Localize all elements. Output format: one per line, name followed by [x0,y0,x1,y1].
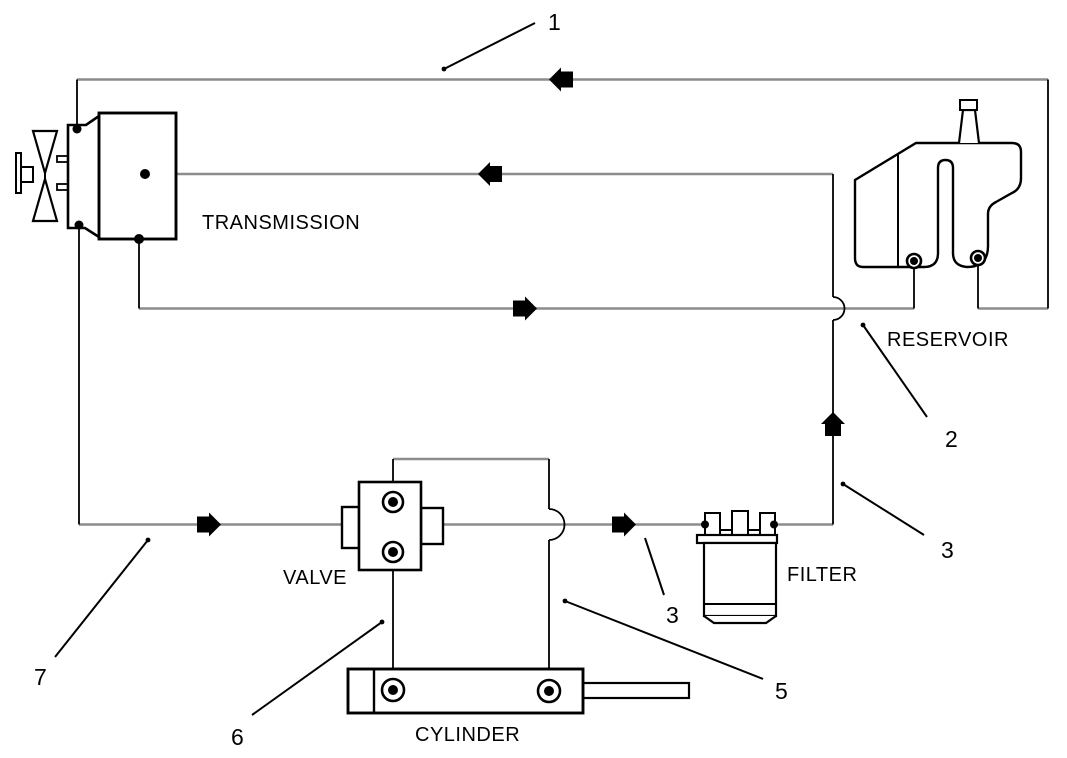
flow-arrows [197,67,845,537]
callout-3-reservoir: 3 [941,537,954,563]
component-labels: TRANSMISSION RESERVOIR VALVE FILTER CYLI… [202,212,1009,746]
transmission-symbol [15,111,178,244]
filter-outlet-dot [770,520,778,529]
leader-2 [862,324,928,418]
filter-flange [695,533,779,545]
transmission-port-lower-left [74,220,84,230]
pipe-lines [77,78,1048,526]
filter-can-bottom [703,615,777,625]
valve-left-tab [340,505,361,550]
leader-5 [564,600,764,680]
leader-2-dot [860,322,866,328]
cylinder-label: CYLINDER [415,724,520,746]
leader-7 [54,539,149,658]
reservoir-body [853,141,1023,269]
pulley-hub-bar-top [56,155,69,163]
valve-symbol [340,480,445,572]
transmission-port-top [72,124,82,134]
filter-inlet-dot [701,520,709,529]
callout-7: 7 [34,664,47,690]
valve-right-tab [419,506,445,546]
callout-2: 2 [945,426,958,452]
leader-3-reservoir-dot [840,481,846,487]
transmission-port-bottom [134,234,144,244]
reservoir-filler-cap [959,99,978,111]
reservoir-port-left [910,257,918,265]
reservoir-label: RESERVOIR [887,329,1009,351]
transmission-port-center [140,169,150,179]
flow-arrow-left-mid-icon [478,162,502,186]
leader-5-dot [562,598,568,604]
line-hop-cylinder-line-over-main [548,508,566,541]
leader-1 [443,22,536,70]
pulley-hub-bar-bottom [56,183,69,191]
leader-6 [251,621,383,716]
valve-port-bottom [388,547,398,557]
flow-arrow-up-riser-icon [821,412,845,436]
flow-arrow-right-supply-icon [197,512,221,537]
transmission-shaft [20,166,34,183]
flow-arrow-right-filter-icon [612,512,636,537]
transmission-case [97,111,178,241]
cylinder-port-right [544,686,554,696]
filter-can [702,541,778,618]
transmission-bell-housing [66,114,100,239]
callout-6: 6 [231,724,244,750]
transmission-label: TRANSMISSION [202,212,360,234]
callout-leaders [54,22,928,716]
leader-3-reservoir [842,483,925,536]
flow-arrow-right-return-icon [513,296,537,321]
line-hop-riser-over-return [832,296,846,321]
leader-1-dot [441,66,447,72]
filter-label: FILTER [787,564,857,586]
cylinder-port-left [388,685,398,695]
pulley-icon [31,129,59,223]
callout-1: 1 [548,9,561,35]
leader-3-filter [644,537,665,596]
valve-port-top [388,497,398,507]
reservoir-filler-neck [957,108,981,144]
callout-numbers: 1 2 3 3 5 6 7 [34,9,958,750]
cylinder-symbol [346,667,691,715]
flow-arrow-left-top-icon [549,67,573,92]
cylinder-rod [581,681,691,700]
reservoir-port-right [974,254,982,262]
filter-symbol [695,510,779,625]
leader-6-dot [379,619,385,625]
callout-3-filter: 3 [666,602,679,628]
leader-7-dot [145,537,151,543]
reservoir-symbol [853,99,1023,270]
valve-label: VALVE [283,567,347,589]
filter-bolt-center [731,510,749,536]
callout-5: 5 [775,678,788,704]
